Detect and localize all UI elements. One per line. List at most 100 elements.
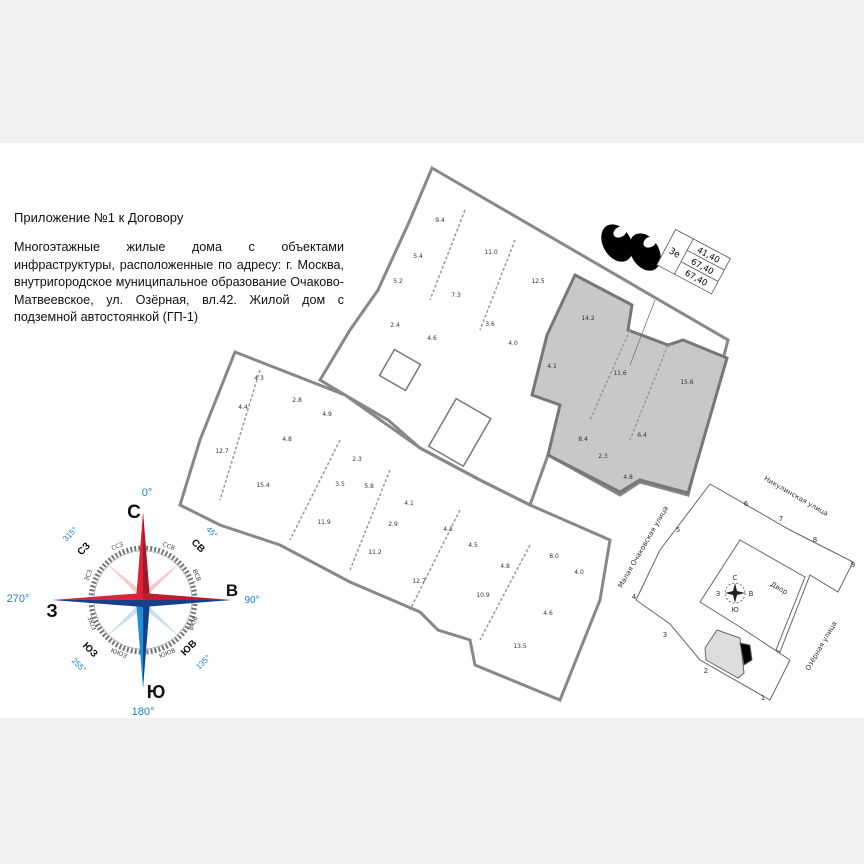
compass-se: ЮВ <box>179 638 199 658</box>
compass-minor: ЮЮВ <box>158 647 176 660</box>
yard-label: Двор <box>769 580 789 596</box>
compass-ne-degrees: 45° <box>204 525 219 540</box>
room-area: 2.9 <box>388 521 398 528</box>
street-label: Озёрная улица <box>804 620 839 672</box>
room-area: 4.1 <box>547 363 557 370</box>
room-area: 4.6 <box>427 335 437 342</box>
room-area: 8.4 <box>578 436 588 443</box>
room-area: 11.6 <box>613 370 627 377</box>
room-area: 3.5 <box>335 481 345 488</box>
room-area: 11.0 <box>484 249 498 256</box>
compass-nw-degrees: 315° <box>61 525 79 543</box>
compass-minor: ЗЮЗ <box>85 616 97 632</box>
compass-minor: ВЮВ <box>188 615 200 631</box>
compass-sw: ЮЗ <box>80 640 100 660</box>
compass-south-degrees: 180° <box>132 706 155 718</box>
room-area: 4.4 <box>238 404 248 411</box>
compass-west-degrees: 270° <box>7 593 30 605</box>
room-area: 10.9 <box>476 592 490 599</box>
lower-wing-outline <box>178 350 612 702</box>
site-compass-n: С <box>733 574 738 582</box>
section-number: 1 <box>761 694 765 702</box>
room-area: 15.4 <box>256 482 270 489</box>
room-area: 4.8 <box>500 563 510 570</box>
section-number: 4 <box>632 593 637 601</box>
elevator-shafts <box>378 348 492 468</box>
room-area: 11.9 <box>317 519 331 526</box>
compass-minor: ЮЮЗ <box>109 647 127 660</box>
room-area: 5.2 <box>393 278 403 285</box>
section-number: 2 <box>704 667 708 675</box>
room-area: 3.6 <box>485 321 495 328</box>
site-selected-building <box>739 642 753 666</box>
compass-east: В <box>226 581 238 600</box>
room-area: 9.4 <box>435 217 445 224</box>
compass-west: З <box>46 601 57 621</box>
section-number: 6 <box>744 500 749 508</box>
room-area: 2.3 <box>352 456 362 463</box>
room-area: 12.7 <box>412 578 426 585</box>
room-area: 4.2 <box>443 526 453 533</box>
room-area: 2.4 <box>390 322 400 329</box>
compass-nw: СЗ <box>76 541 93 558</box>
apartment-info-box: 3е 41,40 67,40 67,40 <box>656 228 731 295</box>
room-area: 4.8 <box>623 474 633 481</box>
section-number: 8 <box>813 536 817 544</box>
section-number: 5 <box>676 526 680 534</box>
room-area: 4.3 <box>254 375 264 382</box>
compass-ne: СВ <box>189 537 207 555</box>
selected-apartment <box>530 272 729 495</box>
room-area: 4.5 <box>468 542 478 549</box>
room-area: 5.8 <box>364 483 374 490</box>
room-area: 4.1 <box>404 500 414 507</box>
room-area: 12.7 <box>215 448 229 455</box>
site-section-2 <box>704 629 745 679</box>
apartment-number: 3е <box>667 246 682 260</box>
compass-north-degrees: 0° <box>142 487 153 499</box>
room-area: 4.8 <box>282 436 292 443</box>
section-number: 3 <box>663 631 667 639</box>
site-buildings-outline <box>635 483 854 701</box>
room-area: 5.4 <box>413 253 423 260</box>
room-area: 11.2 <box>368 549 382 556</box>
site-compass-w: З <box>716 590 721 598</box>
leader-line <box>629 299 656 366</box>
site-compass-s: Ю <box>731 606 739 614</box>
room-area: 12.5 <box>531 278 545 285</box>
building-walls <box>178 165 730 702</box>
site-plan <box>635 483 854 701</box>
site-compass-e: В <box>749 590 754 598</box>
project-address: Многоэтажные жилые дома с объектами инфр… <box>14 240 344 324</box>
room-area: 4.6 <box>543 610 553 617</box>
room-areas: 9.4 5.4 5.2 11.0 7.3 12.5 3.6 14.2 2.4 4… <box>215 217 694 650</box>
compass-sw-degrees: 255° <box>70 656 88 674</box>
compass-minor: ССЗ <box>110 541 124 552</box>
room-area: 4.9 <box>322 411 332 418</box>
compass-minor: ЗСЗ <box>83 568 94 582</box>
compass-minor: ССВ <box>161 541 175 552</box>
room-area: 2.8 <box>292 397 302 404</box>
street-label: Никулинская улица <box>762 475 829 518</box>
compass-east-degrees: 90° <box>244 595 259 606</box>
compass-south: Ю <box>147 682 166 702</box>
compass-north: С <box>127 502 141 523</box>
room-area: 6.4 <box>637 432 647 439</box>
section-number: 9 <box>851 561 855 569</box>
room-area: 14.2 <box>581 315 595 322</box>
room-area: 4.0 <box>508 340 518 347</box>
compass-minor: ВСВ <box>191 568 202 582</box>
compass-se-degrees: 135° <box>194 653 212 671</box>
section-number: 7 <box>779 515 783 523</box>
binoculars-icon <box>601 224 661 271</box>
room-area: 15.6 <box>680 379 694 386</box>
room-area: 4.0 <box>574 569 584 576</box>
room-area: 2.3 <box>598 453 608 460</box>
site-mini-compass <box>724 582 746 604</box>
room-area: 8.0 <box>549 553 559 560</box>
room-area: 13.5 <box>513 643 527 650</box>
room-area: 7.3 <box>451 292 461 299</box>
compass-rose <box>52 512 232 688</box>
interior-walls <box>219 209 669 641</box>
document-title: Приложение №1 к Договору <box>14 210 184 225</box>
